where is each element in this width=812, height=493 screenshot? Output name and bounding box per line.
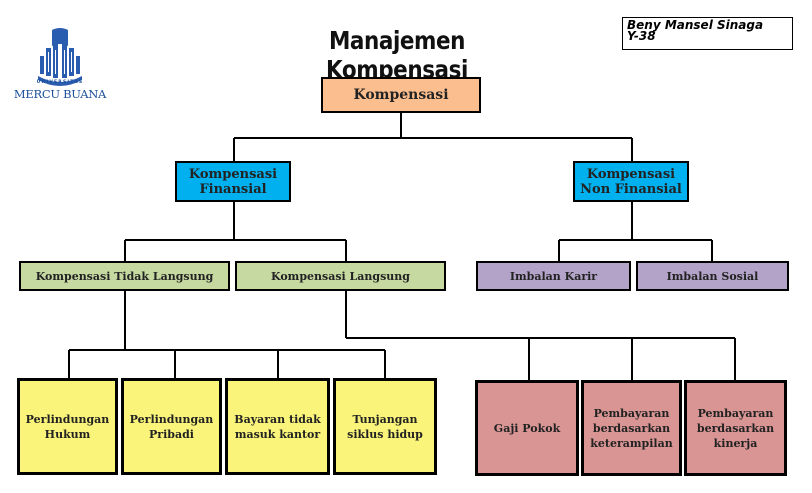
mercu-buana-logo: [38, 28, 82, 86]
node-tunjangan-siklus-hidup: Tunjangan siklus hidup: [333, 378, 437, 475]
node-gaji-pokok: Gaji Pokok: [475, 380, 579, 476]
author-label: Beny Mansel Sinaga Y-38: [622, 17, 793, 50]
node-kompensasi-tidak-langsung: Kompensasi Tidak Langsung: [19, 261, 230, 291]
node-pembayaran-keterampilan: Pembayaran berdasarkan keterampilan: [581, 380, 682, 476]
node-kompensasi-finansial: Kompensasi Finansial: [175, 161, 291, 202]
node-kompensasi-langsung: Kompensasi Langsung: [235, 261, 446, 291]
author-name: Beny Mansel Sinaga: [627, 18, 764, 32]
logo-caption: MERCU BUANA: [13, 87, 107, 101]
node-imbalan-sosial: Imbalan Sosial: [636, 261, 789, 291]
node-perlindungan-hukum: Perlindungan Hukum: [17, 378, 118, 475]
node-perlindungan-pribadi: Perlindungan Pribadi: [121, 378, 222, 475]
node-imbalan-karir: Imbalan Karir: [476, 261, 631, 291]
node-pembayaran-kinerja: Pembayaran berdasarkan kinerja: [684, 380, 787, 476]
node-bayaran-tidak-masuk-kantor: Bayaran tidak masuk kantor: [225, 378, 330, 475]
logo-subtitle: UNIVERSITAS: [36, 80, 84, 85]
author-code: Y-38: [627, 29, 656, 43]
node-kompensasi-non-finansial: Kompensasi Non Finansial: [573, 161, 689, 202]
node-kompensasi: Kompensasi: [321, 77, 481, 113]
